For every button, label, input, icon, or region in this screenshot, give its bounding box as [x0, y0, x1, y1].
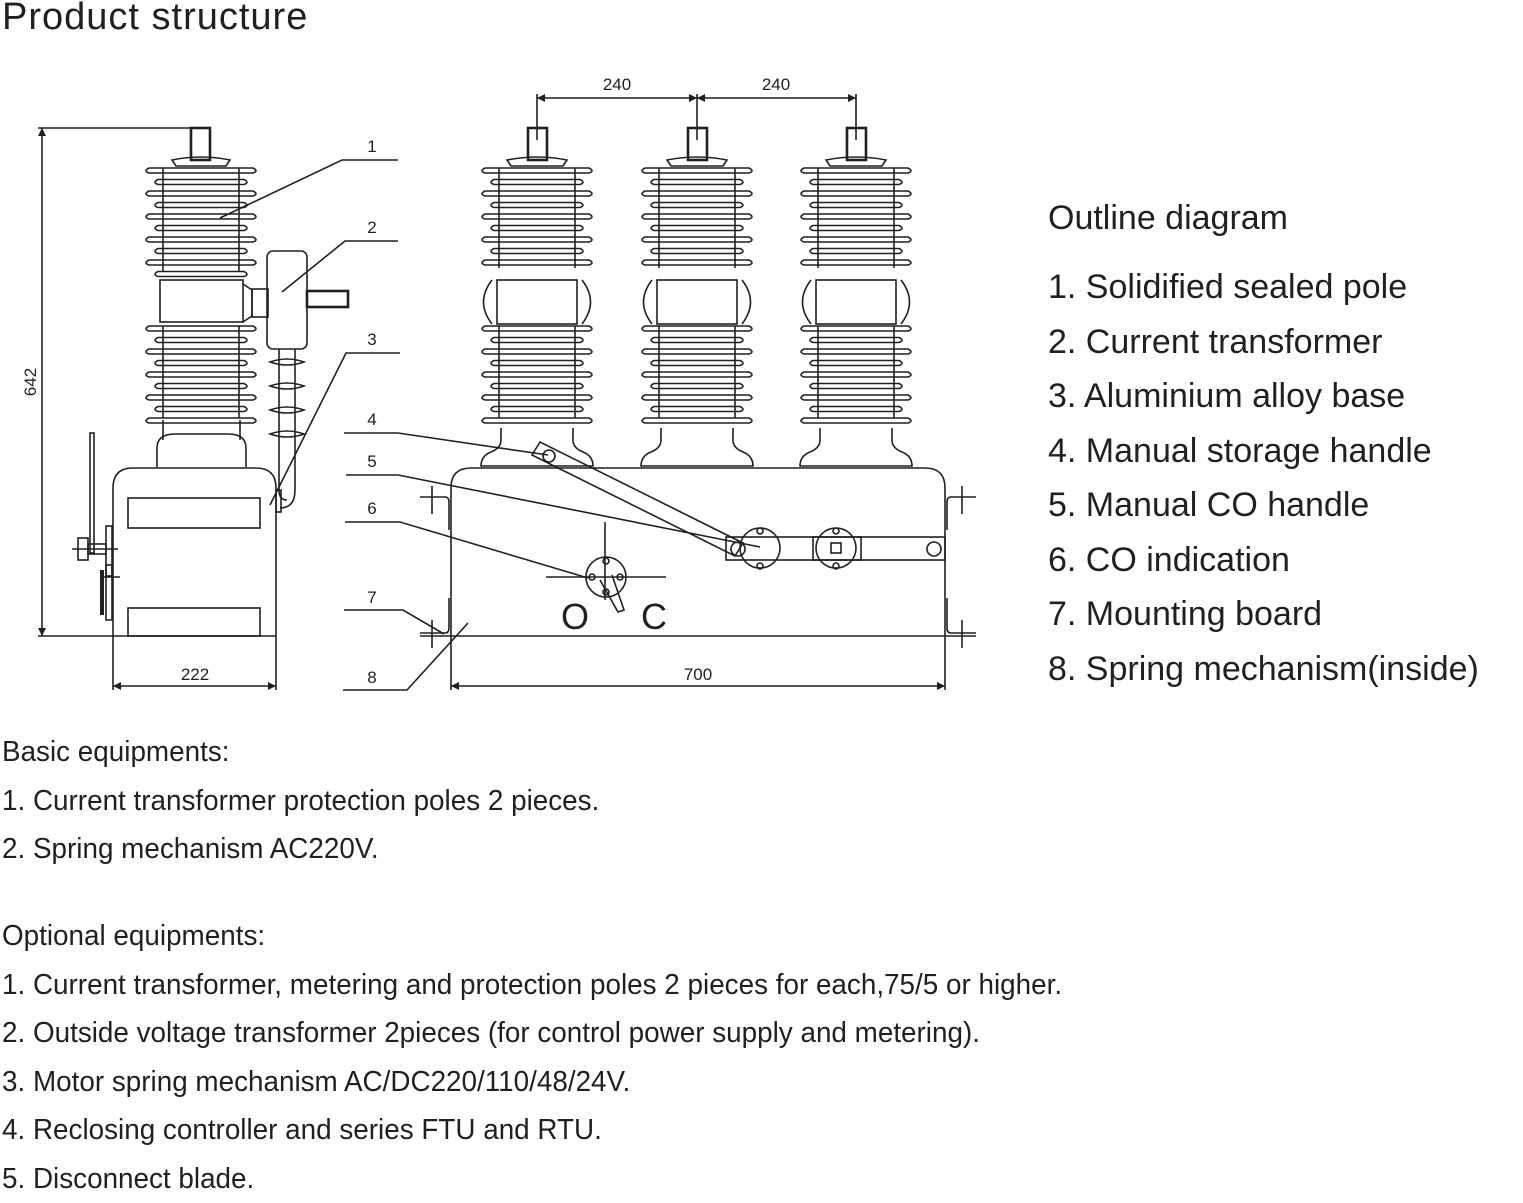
dimension-height: 642 [21, 128, 276, 636]
legend-item: 5. Manual CO handle [1048, 478, 1479, 533]
open-indicator-label: O [561, 596, 589, 637]
manual-co-handle[interactable] [726, 528, 945, 569]
basic-equipment-item: 2. Spring mechanism AC220V. [2, 825, 599, 874]
legend-item: 8. Spring mechanism(inside) [1048, 642, 1479, 697]
svg-text:2: 2 [367, 218, 376, 237]
dimension-side-width: 222 [113, 665, 276, 686]
legend-item: 4. Manual storage handle [1048, 424, 1479, 479]
callout-3: 3 [270, 330, 400, 505]
optional-equipments-heading: Optional equipments: [2, 912, 1062, 961]
manual-storage-handle[interactable] [532, 442, 743, 556]
basic-equipment-item: 1. Current transformer protection poles … [2, 777, 599, 826]
svg-text:3: 3 [367, 330, 376, 349]
optional-equipments: Optional equipments: 1. Current transfor… [2, 912, 1106, 1203]
legend-title: Outline diagram [1048, 198, 1479, 238]
outline-legend: Outline diagram 1. Solidified sealed pol… [1048, 198, 1479, 696]
basic-equipments-heading: Basic equipments: [2, 728, 599, 777]
basic-equipments: Basic equipments: 1. Current transformer… [2, 728, 624, 874]
callout-8: 8 [343, 623, 468, 690]
dimension-spacing-left-label: 240 [603, 75, 631, 94]
optional-equipment-item: 4. Reclosing controller and series FTU a… [2, 1106, 1062, 1155]
side-base [72, 433, 276, 690]
legend-item: 1. Solidified sealed pole [1048, 260, 1479, 315]
callouts: 1 2 3 4 5 6 7 8 [220, 137, 760, 690]
svg-text:7: 7 [367, 588, 376, 607]
callout-2: 2 [282, 218, 398, 292]
legend-item: 3. Aluminium alloy base [1048, 369, 1479, 424]
solidified-sealed-pole [641, 128, 753, 466]
legend-item: 2. Current transformer [1048, 315, 1479, 370]
dimension-pole-spacing: 240 240 [537, 75, 856, 140]
svg-text:4: 4 [367, 410, 376, 429]
side-current-transformer [252, 251, 348, 512]
dimension-front-width: 700 [451, 665, 945, 686]
legend-item: 6. CO indication [1048, 533, 1479, 588]
close-indicator-label: C [641, 596, 667, 637]
dimension-spacing-right-label: 240 [762, 75, 790, 94]
optional-equipment-item: 1. Current transformer, metering and pro… [2, 961, 1062, 1010]
svg-text:1: 1 [367, 137, 376, 156]
optional-equipment-item: 3. Motor spring mechanism AC/DC220/110/4… [2, 1058, 1062, 1107]
front-base [420, 468, 976, 690]
optional-equipment-item: 2. Outside voltage transformer 2pieces (… [2, 1009, 1062, 1058]
dimension-height-label: 642 [21, 368, 40, 396]
side-pole [146, 128, 256, 467]
legend-item: 7. Mounting board [1048, 587, 1479, 642]
solidified-sealed-pole [800, 128, 912, 466]
svg-text:8: 8 [367, 668, 376, 687]
front-view: 240 240 [420, 75, 976, 690]
callout-7: 7 [344, 588, 444, 634]
co-indication: O C [546, 522, 667, 637]
solidified-sealed-pole [481, 128, 593, 466]
front-poles [481, 128, 912, 466]
svg-text:6: 6 [367, 499, 376, 518]
optional-equipment-item: 5. Disconnect blade. [2, 1155, 1062, 1203]
svg-text:5: 5 [367, 452, 376, 471]
callout-6: 6 [345, 499, 588, 578]
dimension-side-width-label: 222 [181, 665, 209, 684]
callout-1: 1 [220, 137, 398, 218]
side-view: 642 [21, 128, 348, 690]
dimension-front-width-label: 700 [684, 665, 712, 684]
side-pole-sheds [146, 157, 256, 423]
callout-4: 4 [344, 410, 548, 455]
